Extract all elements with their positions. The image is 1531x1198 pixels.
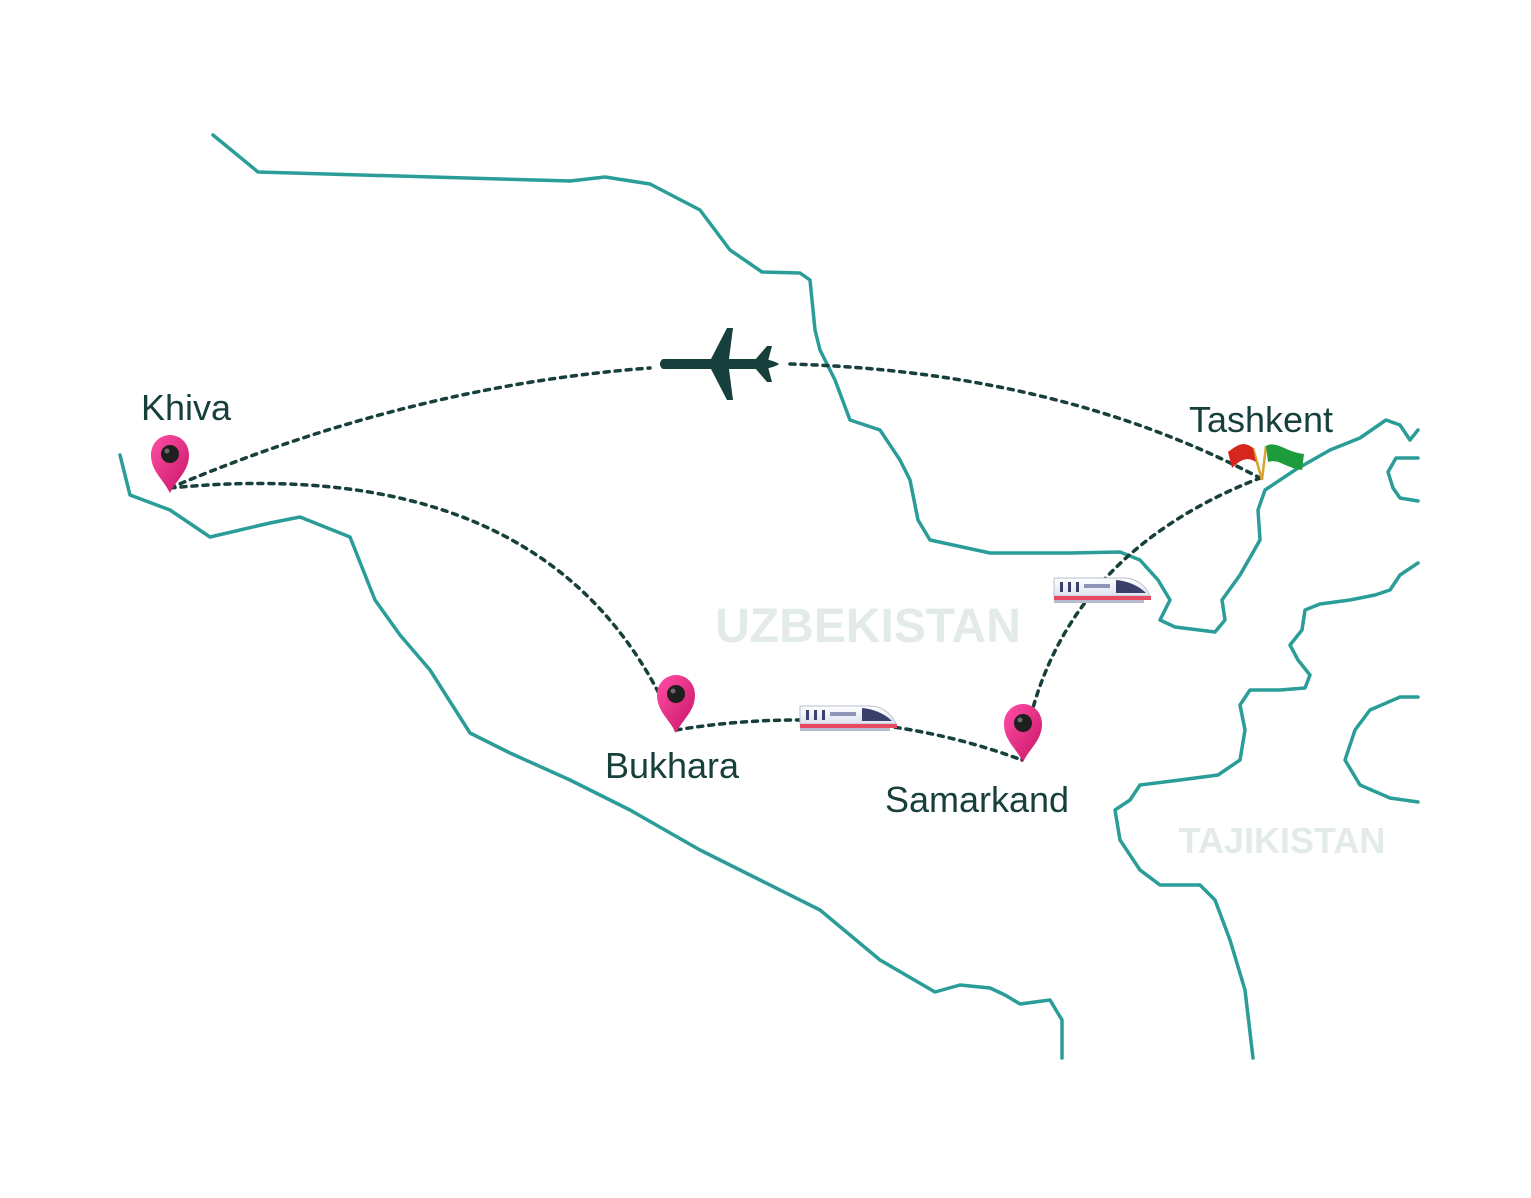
city-label-tashkent: Tashkent <box>1189 399 1333 440</box>
route-khiva-tashkent-east <box>788 362 1262 480</box>
city-label-samarkand: Samarkand <box>885 779 1069 820</box>
train-icon-bukhara-samarkand <box>799 705 898 732</box>
map-pin-icon-bukhara[interactable] <box>657 675 695 733</box>
airplane-icon <box>660 328 779 400</box>
border-east-3 <box>1343 695 1420 804</box>
border-east-2 <box>1113 561 1420 1060</box>
border-north <box>211 133 1420 634</box>
train-icon-samarkand-tashkent <box>1053 577 1152 604</box>
border-southwest <box>118 453 1064 1060</box>
border-east-1 <box>1386 456 1420 503</box>
country-label-uzbekistan: UZBEKISTAN <box>715 600 1021 653</box>
flags-icon <box>1228 444 1304 481</box>
route-khiva-bukhara <box>168 481 678 732</box>
city-label-bukhara: Bukhara <box>605 745 740 786</box>
country-label-tajikistan: TAJIKISTAN <box>1179 820 1386 861</box>
route-khiva-tashkent-west <box>168 366 652 490</box>
routes <box>168 362 1262 762</box>
country-borders <box>118 133 1420 1060</box>
city-label-khiva: Khiva <box>141 387 232 428</box>
map-pin-icon-samarkand[interactable] <box>1004 704 1042 762</box>
